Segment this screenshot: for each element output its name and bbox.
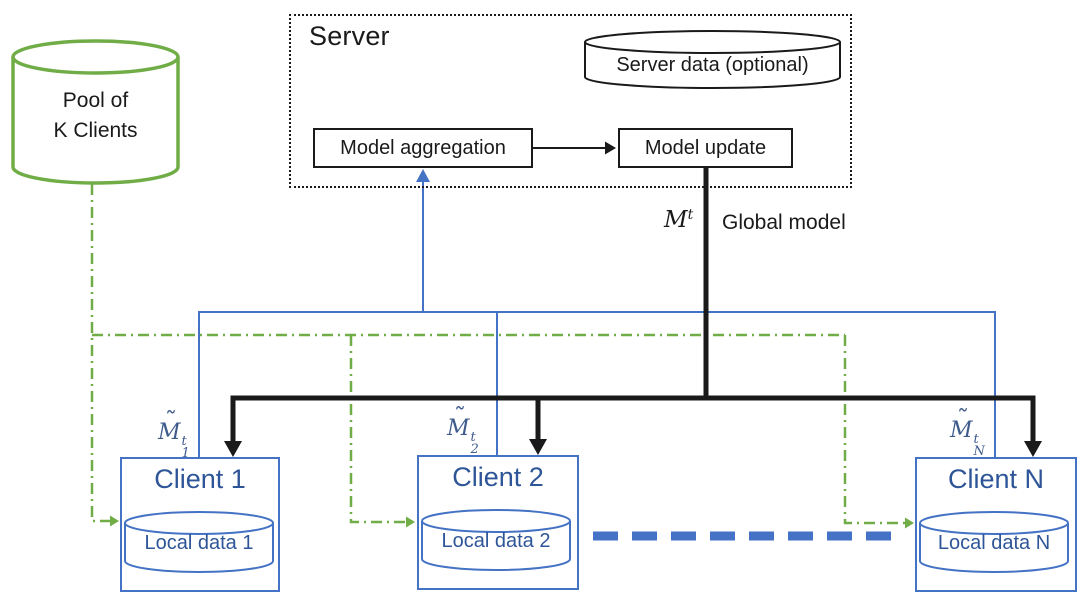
aggregation-arrowhead [416, 169, 430, 182]
model-aggregation-box: Model aggregation [313, 128, 533, 168]
clientN-model-tilde: ˜ [957, 405, 969, 433]
client2-model-base: M [447, 416, 470, 441]
model-update-label: Model update [644, 136, 767, 159]
local-data1-label: Local data 1 [125, 528, 273, 558]
server-data-label: Server data (optional) [585, 50, 840, 80]
pool-to-client1-arrowhead [110, 515, 119, 527]
client1-model-tilde: ˜ [165, 407, 177, 435]
client2-model-sub: 2 [470, 442, 479, 457]
client1-model-sub: 1 [181, 446, 190, 461]
local-data2-cylinder-top [421, 509, 571, 533]
pool-to-client2-line [349, 335, 406, 524]
pool-label-line2: K Clients [53, 119, 138, 142]
pool-cylinder-top [11, 39, 180, 75]
local-data1-text: Local data 1 [144, 531, 254, 554]
local-data2-text: Local data 2 [441, 529, 551, 552]
pool-label: Pool of K Clients [13, 84, 178, 148]
global-model-symbol: Mt [664, 207, 693, 233]
server-data-cylinder-top [584, 30, 841, 54]
client1-model-base: M [158, 420, 181, 445]
client1-download-arrowhead [224, 441, 242, 457]
clientN-download-arrowhead [1024, 441, 1042, 457]
pool-to-clientN-line [843, 335, 905, 525]
clientN-model-sup: t [973, 432, 979, 447]
server-data-text: Server data (optional) [616, 53, 809, 76]
aggregation-to-update-arrowhead [605, 141, 616, 155]
local-data2-label: Local data 2 [422, 526, 570, 556]
server-data-cylinder-body [584, 42, 841, 89]
model-update-box: Model update [618, 128, 793, 168]
clientN-model-sub: N [973, 444, 985, 459]
client2-model-sup: t [470, 430, 476, 445]
broadcast-bus-line [230, 395, 1036, 442]
local-data1-cylinder-body [124, 523, 274, 573]
client1-box: Client 1 [120, 457, 280, 592]
global-model-base: M [664, 207, 688, 233]
client1-model-sup: t [181, 434, 187, 449]
model-aggregation-label: Model aggregation [340, 136, 506, 159]
client2-title: Client 2 [452, 462, 544, 492]
clientN-box: Client N [915, 457, 1077, 592]
local-data1-cylinder-top [124, 511, 274, 535]
server-container: Server [289, 14, 852, 188]
pool-label-line1: Pool of [62, 89, 129, 112]
pool-cylinder-body [11, 57, 180, 185]
local-dataN-text: Local data N [937, 531, 1051, 554]
pool-to-clientN-arrowhead [905, 517, 914, 529]
clientN-title: Client N [947, 464, 1045, 494]
pool-to-client1-line [90, 184, 110, 523]
clientN-model-base: M [950, 418, 973, 443]
local-dataN-label: Local data N [920, 528, 1068, 558]
client2-download-arrowhead [529, 439, 547, 455]
local-dataN-cylinder-body [919, 523, 1069, 573]
server-title: Server [309, 21, 390, 51]
pool-to-client2-arrowhead [406, 516, 415, 528]
clients-upload-line [198, 311, 996, 457]
global-model-caption: Global model [722, 211, 846, 234]
global-model-sup: t [687, 207, 694, 223]
client2-model-tilde: ˜ [454, 403, 466, 431]
local-dataN-cylinder-top [919, 511, 1069, 535]
client1-title: Client 1 [154, 464, 246, 494]
client2-box: Client 2 [417, 455, 579, 590]
local-data2-cylinder-body [421, 521, 571, 571]
